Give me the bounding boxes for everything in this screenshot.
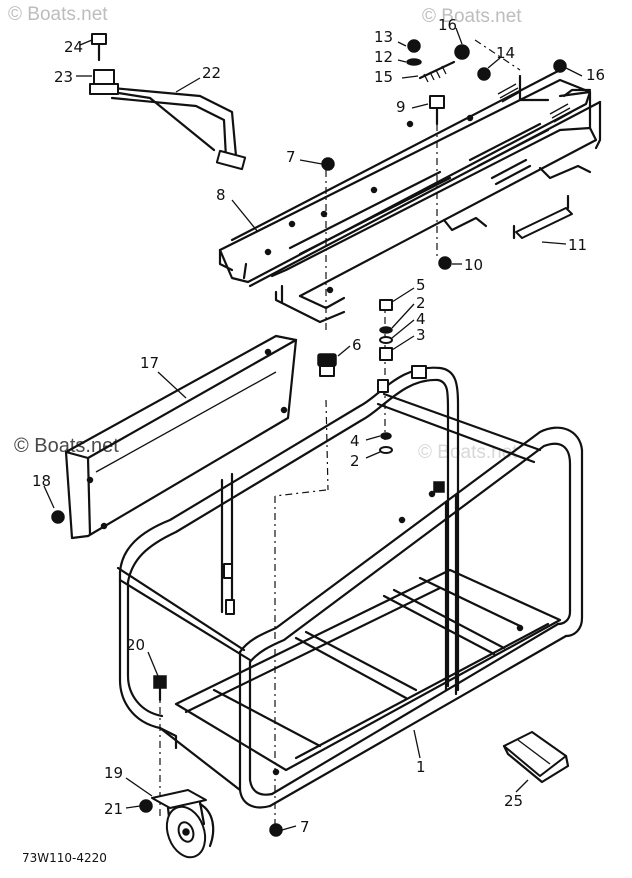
bolt-9-part <box>429 95 445 126</box>
nut-10-part <box>438 256 452 270</box>
callout-14: 14 <box>496 44 515 62</box>
callout-7-bottom: 7 <box>300 818 310 836</box>
leader-lines <box>43 27 583 831</box>
callout-20: 20 <box>126 636 145 654</box>
nut-18-part <box>51 510 65 524</box>
callout-11: 11 <box>568 236 587 254</box>
bolt-24-part <box>91 33 107 62</box>
callout-22: 22 <box>202 64 221 82</box>
callout-3: 3 <box>416 326 426 344</box>
watermark-middle-left: © Boats.net <box>14 435 119 457</box>
mount-frame-part <box>218 68 602 324</box>
callout-8: 8 <box>216 186 226 204</box>
nut-7-top-part <box>321 157 335 171</box>
watermark-top-right: © Boats.net <box>422 6 522 27</box>
bolt-stack-part <box>379 299 393 454</box>
callout-9: 9 <box>396 98 406 116</box>
callout-1: 1 <box>416 758 426 776</box>
callout-2-top: 2 <box>416 294 426 312</box>
callout-23: 23 <box>54 68 73 86</box>
bracket-part <box>89 69 119 95</box>
callout-4-bottom: 4 <box>350 432 360 450</box>
callout-10: 10 <box>464 256 483 274</box>
strip-11-part <box>512 194 573 240</box>
rubber-mount-part <box>317 353 337 377</box>
callout-16-top: 16 <box>438 16 457 34</box>
callout-24: 24 <box>64 38 83 56</box>
nut-7-bottom-part <box>269 823 283 837</box>
callout-25: 25 <box>504 792 523 810</box>
callout-7-top: 7 <box>286 148 296 166</box>
caster-wheel-part <box>151 789 215 859</box>
bolt-20-part <box>153 675 167 702</box>
tool-bag-part <box>502 731 570 784</box>
nut-21-part <box>139 799 153 813</box>
callout-18: 18 <box>32 472 51 490</box>
callout-6: 6 <box>352 336 362 354</box>
callout-13: 13 <box>374 28 393 46</box>
hardware-cluster-part <box>406 39 567 83</box>
handle-bar-part <box>110 86 247 171</box>
callout-5: 5 <box>416 276 426 294</box>
callout-17: 17 <box>140 354 159 372</box>
watermark-top-left: © Boats.net <box>8 4 108 25</box>
callout-12: 12 <box>374 48 393 66</box>
callout-21: 21 <box>104 800 123 818</box>
tubular-frame-part <box>116 365 584 809</box>
callout-2-bottom: 2 <box>350 452 360 470</box>
callout-4-top: 4 <box>416 310 426 328</box>
callout-15: 15 <box>374 68 393 86</box>
callout-labels: 24 23 22 7 8 9 10 11 13 12 15 16 14 16 5… <box>22 16 605 865</box>
callout-16-right: 16 <box>586 66 605 84</box>
side-cover-part <box>64 334 298 540</box>
callout-19: 19 <box>104 764 123 782</box>
diagram-code: 73W110-4220 <box>22 851 107 865</box>
